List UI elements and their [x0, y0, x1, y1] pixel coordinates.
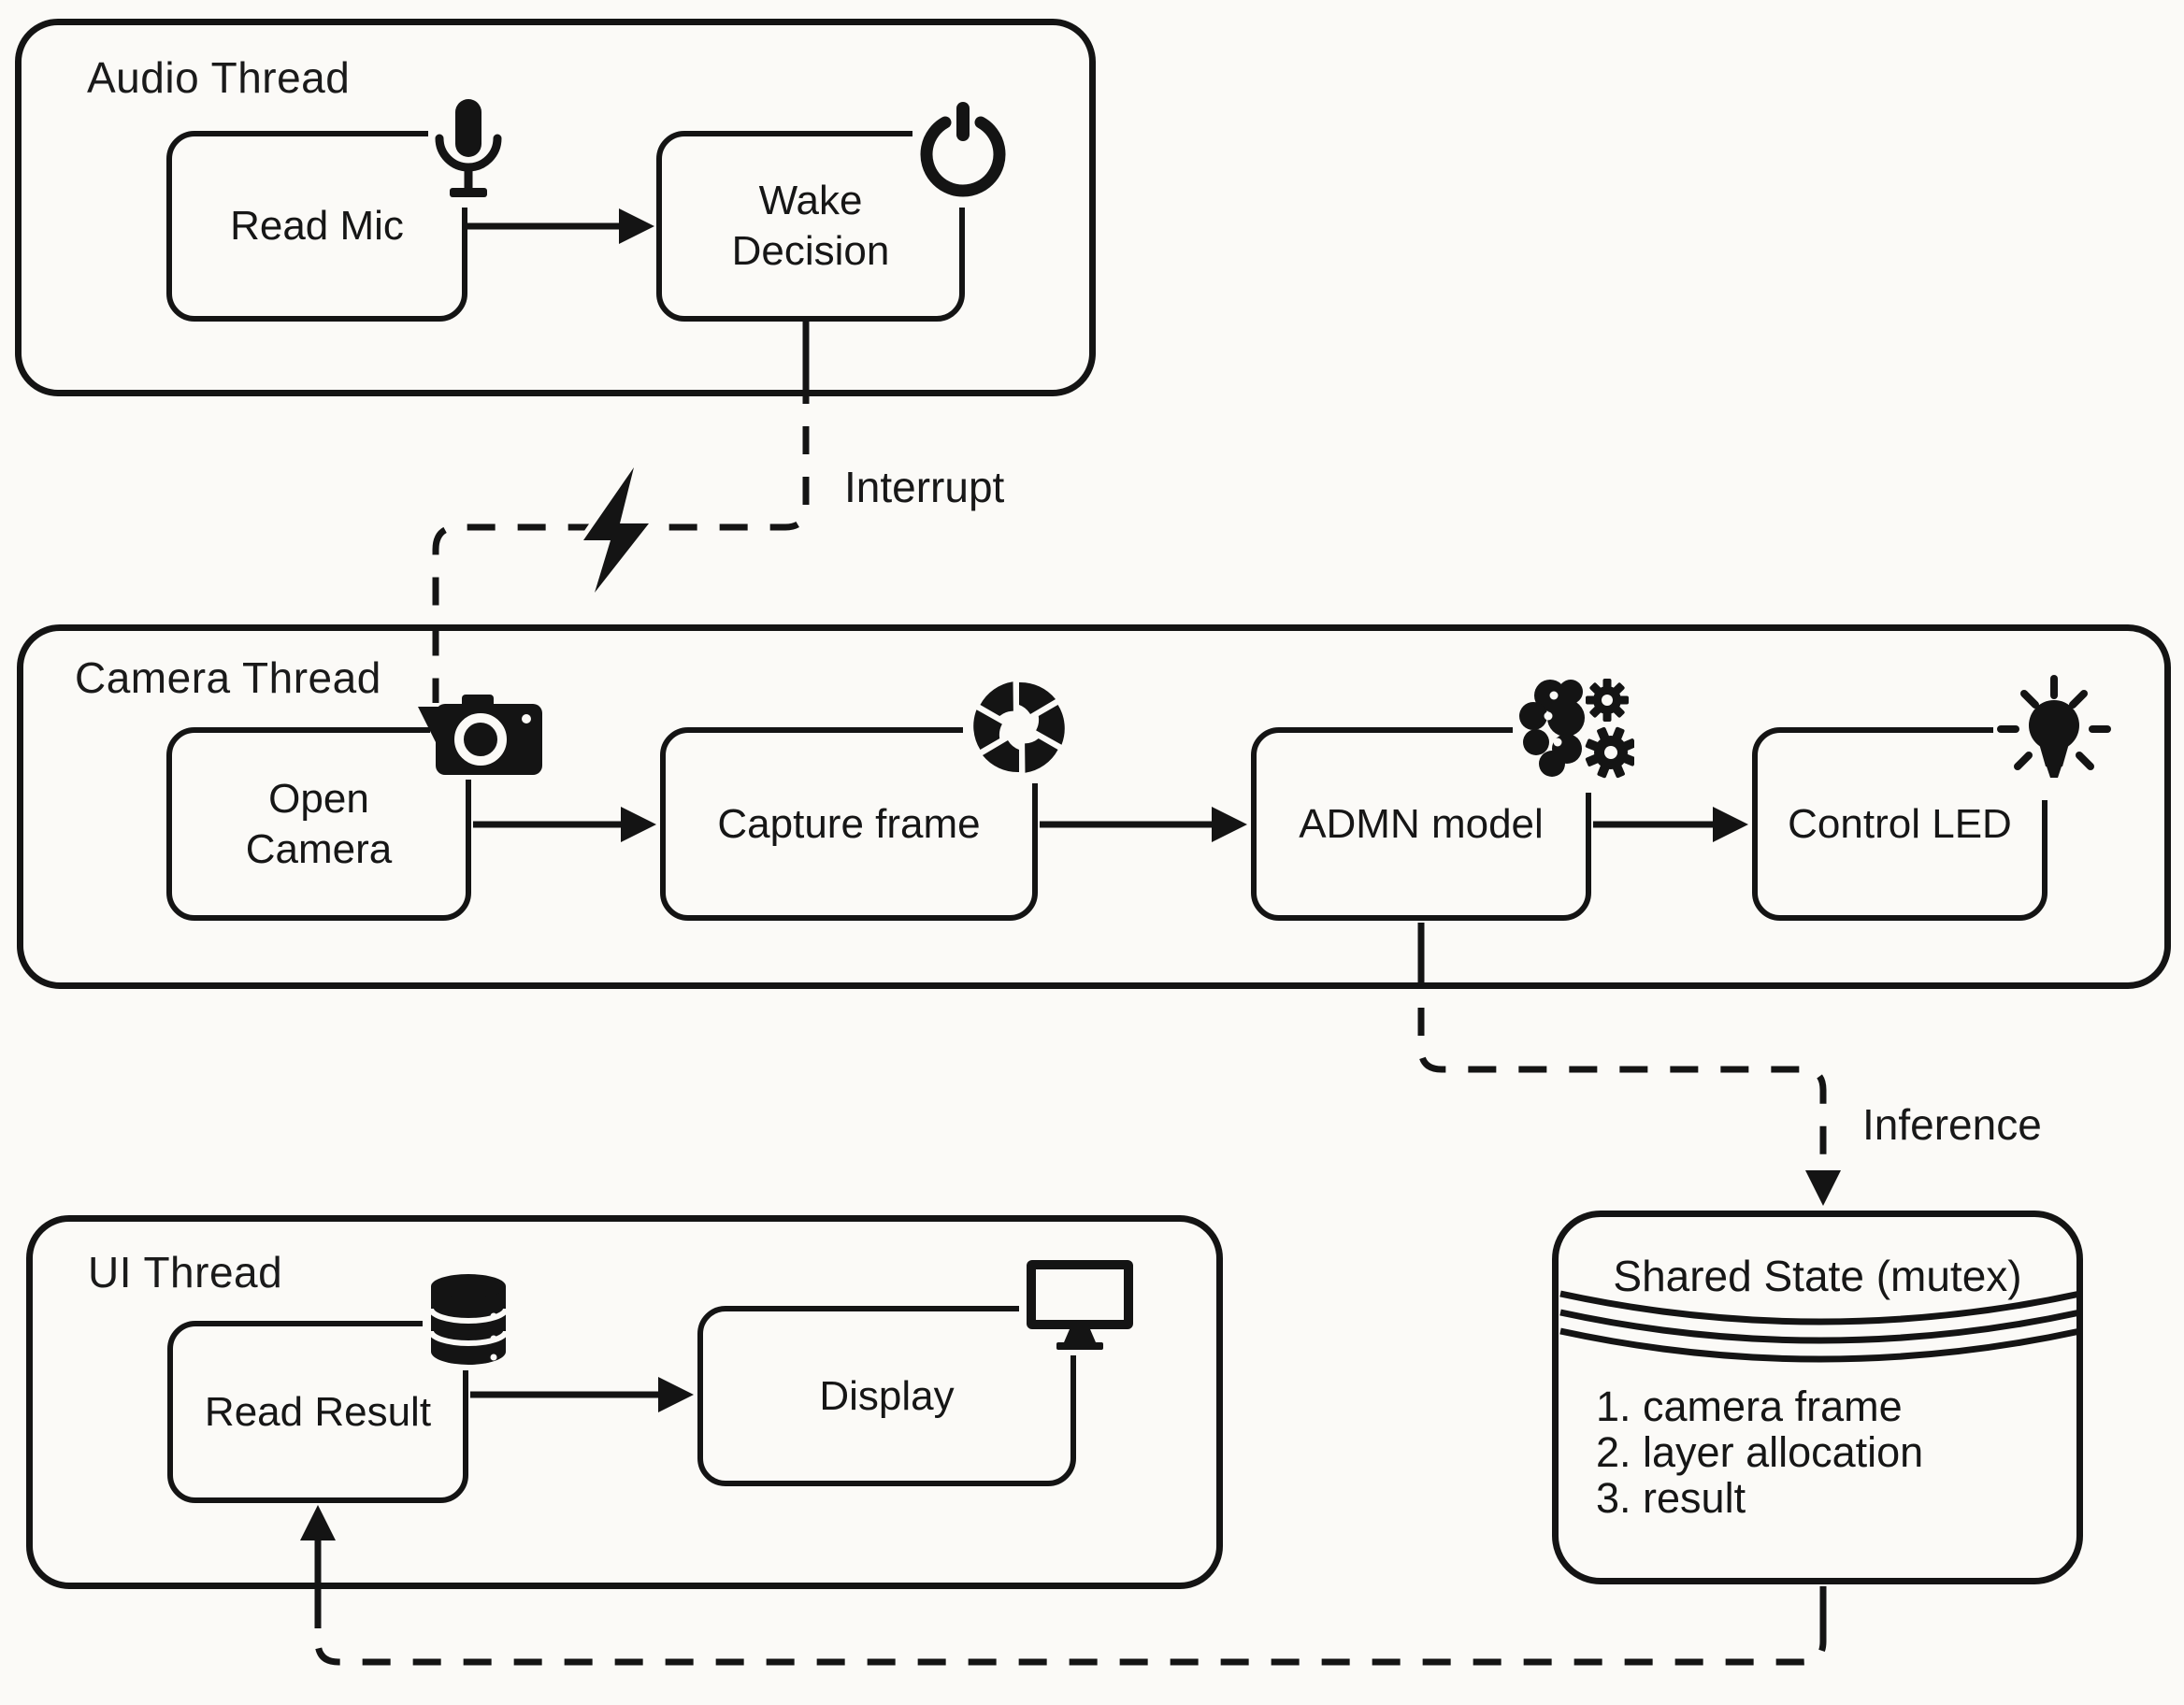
- camera-thread-container: [17, 624, 2171, 989]
- node-label: ADMN model: [1299, 800, 1544, 847]
- camera-icon: [430, 690, 548, 780]
- cylinder-ridges: [1559, 1290, 2081, 1363]
- return-dashed-path: [314, 1623, 1827, 1666]
- node-label: Control LED: [1788, 800, 2012, 847]
- shared-state-item: 2. layer allocation: [1596, 1428, 1924, 1476]
- database-icon: [423, 1268, 514, 1370]
- ui-thread-container: [26, 1215, 1223, 1589]
- node-capture-frame: Capture frame: [660, 727, 1038, 921]
- node-label: Wake Decision: [731, 178, 890, 274]
- node-label: Capture frame: [717, 800, 981, 847]
- aperture-icon: [963, 671, 1075, 783]
- shared-state-item: 1. camera frame: [1596, 1383, 1903, 1430]
- node-display: Display: [697, 1306, 1076, 1486]
- monitor-icon: [1019, 1254, 1141, 1355]
- lightning-bolt-icon: [579, 463, 654, 597]
- node-label: Open Camera: [245, 775, 393, 872]
- shared-state-item: 3. result: [1596, 1474, 1746, 1522]
- node-label: Read Result: [204, 1388, 432, 1435]
- microphone-icon: [428, 95, 509, 208]
- inference-edge-label: Inference: [1862, 1100, 2042, 1149]
- shared-state-store: Shared State (mutex) 1. camera frame 2. …: [1552, 1211, 2083, 1584]
- brain-gears-icon: [1513, 666, 1638, 793]
- node-open-camera: Open Camera: [166, 727, 471, 921]
- lightbulb-icon: [1993, 667, 2115, 800]
- node-label: Read Mic: [230, 203, 404, 249]
- node-read-mic: Read Mic: [166, 131, 467, 322]
- shared-state-title: Shared State (mutex): [1613, 1252, 2022, 1300]
- power-icon: [912, 97, 1013, 208]
- node-read-result: Read Result: [167, 1321, 468, 1503]
- camera-thread-title: Camera Thread: [75, 653, 381, 702]
- node-label: Display: [819, 1372, 955, 1419]
- interrupt-edge-label: Interrupt: [844, 463, 1005, 511]
- audio-thread-title: Audio Thread: [87, 53, 351, 102]
- ui-thread-title: UI Thread: [88, 1248, 283, 1297]
- shared-state-items: 1. camera frame 2. layer allocation 3. r…: [1596, 1383, 1923, 1521]
